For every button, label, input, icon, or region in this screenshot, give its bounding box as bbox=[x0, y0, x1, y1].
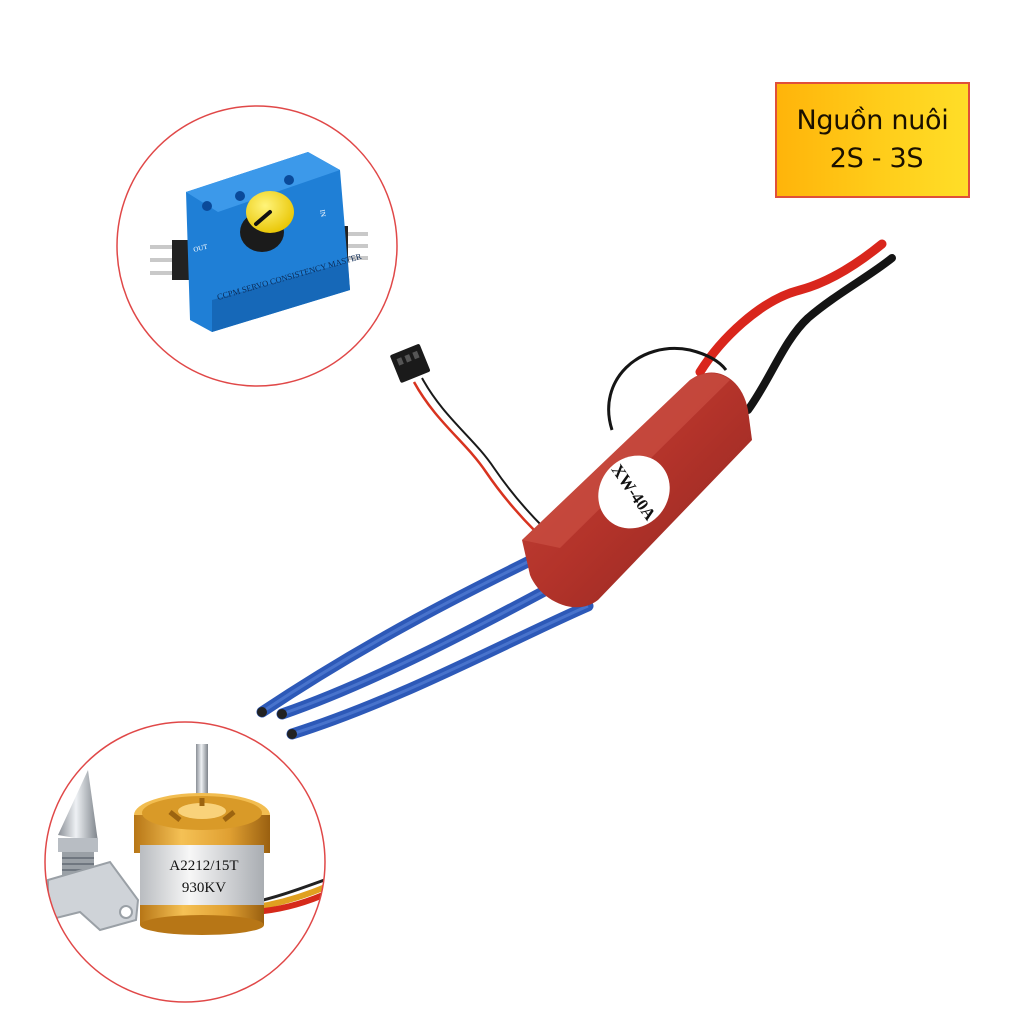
esc-assembly: XW-40A bbox=[256, 239, 896, 740]
motor-inset: A2212/15T 930KV bbox=[44, 721, 326, 1003]
esc-label-sticker: XW-40A bbox=[598, 455, 670, 529]
motor-label-band bbox=[140, 845, 264, 907]
badge-line-2: 2S - 3S bbox=[829, 143, 924, 174]
servo-tester-inset: CCPM SERVO CONSISTENCY MASTER OUT IN bbox=[116, 105, 398, 387]
signal-cable bbox=[415, 378, 543, 533]
power-supply-badge: Nguồn nuôi 2S - 3S bbox=[775, 82, 970, 198]
led-icon bbox=[235, 191, 245, 201]
servo-tester-port-in: IN bbox=[318, 209, 327, 218]
servo-tester-pins-left bbox=[150, 240, 190, 280]
phase-wire-2 bbox=[276, 574, 571, 720]
servo-connector-icon bbox=[390, 344, 430, 383]
led-icon bbox=[202, 201, 212, 211]
led-icon bbox=[284, 175, 294, 185]
red-power-wire bbox=[695, 239, 887, 377]
badge-line-1: Nguồn nuôi bbox=[796, 105, 949, 136]
prop-adapter-icon bbox=[58, 770, 98, 880]
motor-model-label: A2212/15T bbox=[169, 858, 238, 874]
servo-tester-port-out: OUT bbox=[193, 243, 210, 254]
motor-kv-label: 930KV bbox=[182, 880, 226, 896]
servo-tester-knob-icon bbox=[240, 191, 294, 252]
black-power-wire bbox=[744, 254, 896, 414]
